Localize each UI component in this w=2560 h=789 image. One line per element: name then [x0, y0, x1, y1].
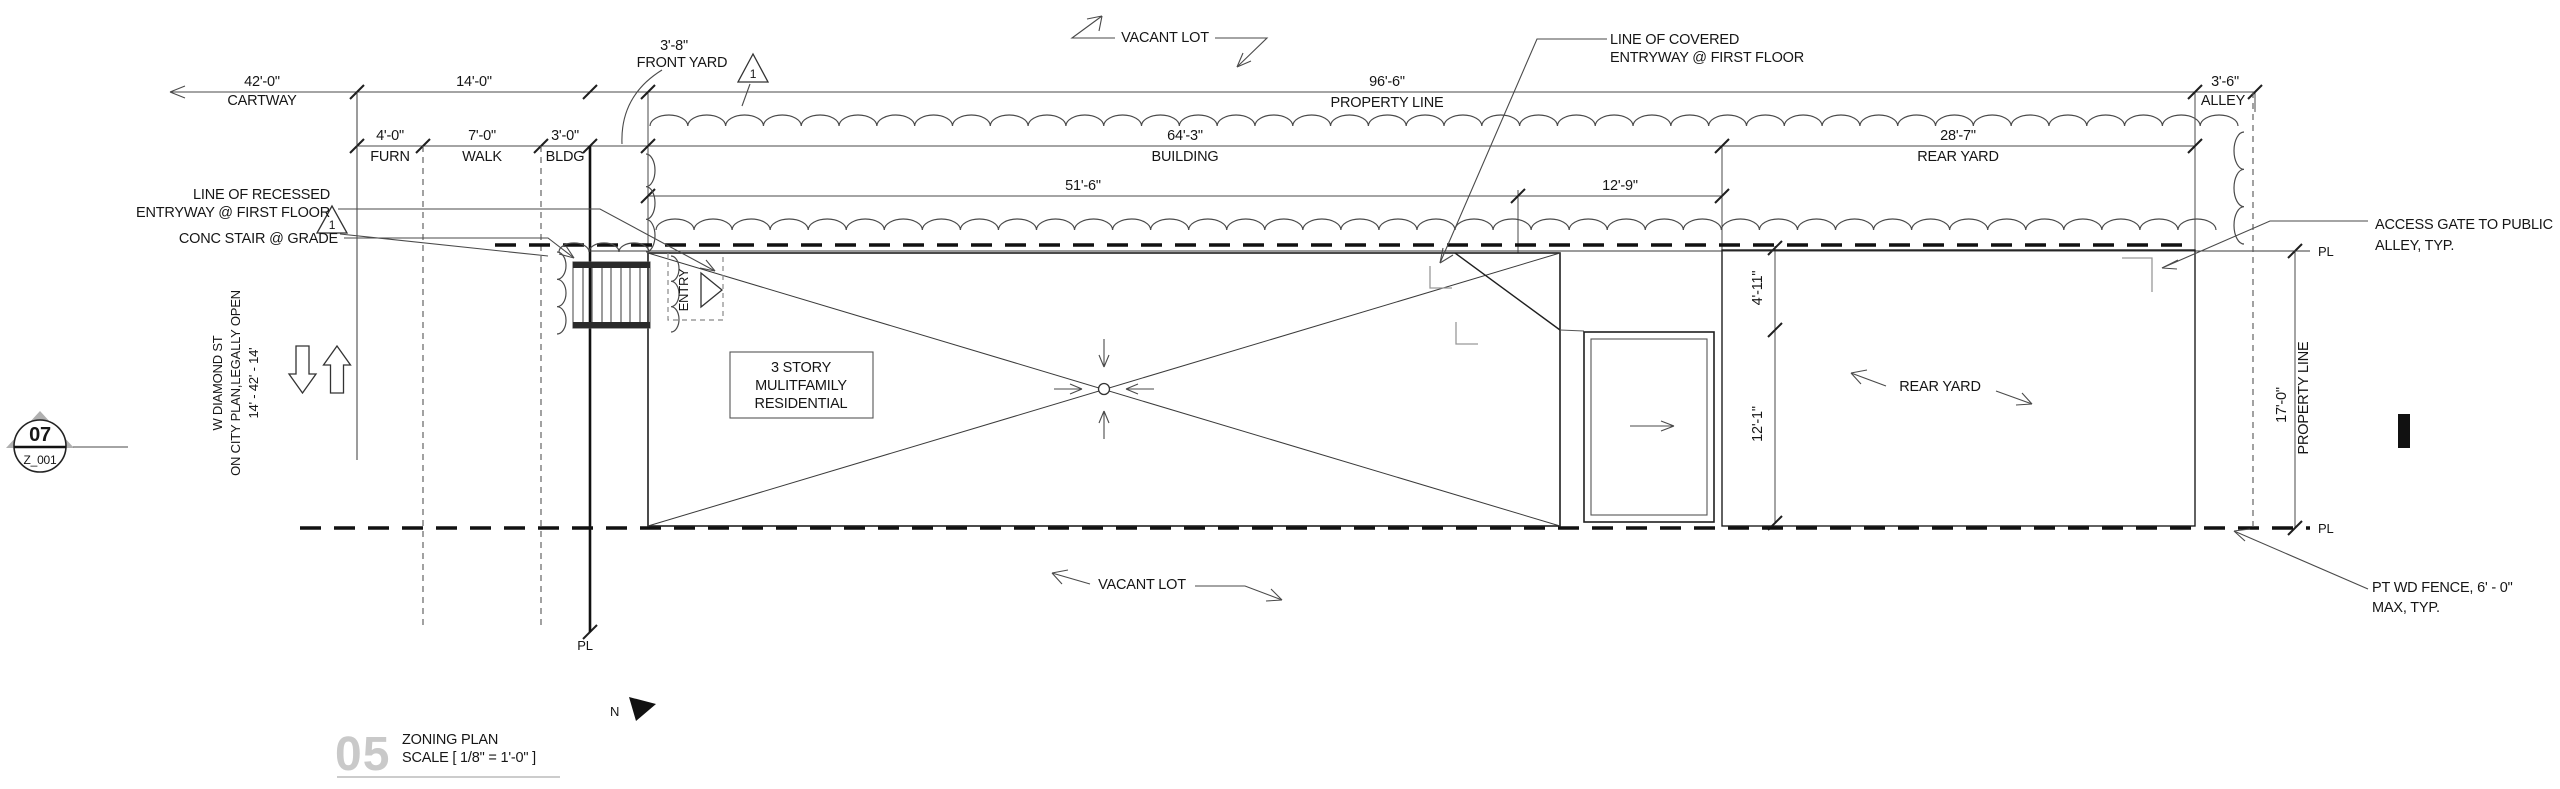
covered-entry-note-line2: ENTRYWAY @ FIRST FLOOR: [1610, 50, 1804, 66]
title-name: ZONING PLAN: [402, 732, 498, 748]
conc-stair-note: CONC STAIR @ GRADE: [179, 231, 339, 247]
property-lines: [300, 92, 2310, 530]
title-scale: SCALE [ 1/8" = 1'-0" ]: [402, 750, 536, 766]
street-direction-arrows: [287, 344, 352, 395]
north-arrow: N: [610, 697, 656, 721]
dim-front-yard-label: FRONT YARD: [637, 55, 728, 71]
entry-label: ENTRY: [676, 268, 691, 311]
center-mark: [1054, 339, 1154, 439]
dimension-lines: [169, 85, 2296, 528]
building-use-line2: MULITFAMILY: [755, 378, 847, 394]
dim-building-label: BUILDING: [1152, 149, 1219, 165]
dim-14-value: 14'-0": [456, 74, 492, 90]
leader-lines: [67, 15, 2369, 602]
entry-direction-arrow-icon: [700, 271, 724, 309]
revision-number: 1: [329, 218, 336, 232]
dimension-texts: 42'-0" CARTWAY 14'-0" 4'-0" FURN 7'-0" W…: [227, 38, 2312, 454]
dim-property-line-label: PROPERTY LINE: [1331, 95, 1444, 111]
dim-51-6: 51'-6": [1065, 178, 1101, 194]
fence-note-line2: MAX, TYP.: [2372, 600, 2440, 616]
section-sheet: Z_001: [23, 453, 57, 467]
revision-triangle-left: 1: [315, 204, 349, 234]
dim-furn-label: FURN: [370, 149, 409, 165]
dimension-ticks: [349, 84, 2303, 640]
dim-cartway-label: CARTWAY: [227, 93, 297, 109]
dim-property-line-value: 96'-6": [1369, 74, 1405, 90]
north-label: N: [610, 704, 619, 719]
recessed-entry-note-line2: ENTRYWAY @ FIRST FLOOR: [136, 205, 330, 221]
title-number: 05: [335, 728, 390, 781]
dim-alley-value: 3'-6": [2211, 74, 2239, 90]
street-lines: [356, 92, 592, 632]
vacant-lot-bottom-label: VACANT LOT: [1098, 577, 1186, 593]
entry-recess: [667, 253, 724, 321]
covered-entry-note-line1: LINE OF COVERED: [1610, 32, 1739, 48]
street-line1: W DIAMOND ST: [210, 335, 225, 430]
revision-clouds: [556, 114, 2245, 335]
building-use-line3: RESIDENTIAL: [755, 396, 848, 412]
pl-label-top-right: PL: [2318, 244, 2334, 259]
street-line3: 14' - 42' - 14': [246, 348, 261, 419]
north-arrow-icon: [629, 697, 656, 721]
dim-4-11: 4'-11": [1750, 271, 1766, 306]
dim-bldg-label: BLDG: [546, 149, 585, 165]
street-name-text: W DIAMOND ST ON CITY PLAN,LEGALLY OPEN 1…: [210, 290, 261, 476]
revision-triangle-top: 1: [736, 52, 770, 83]
access-gate-note-line1: ACCESS GATE TO PUBLIC: [2375, 217, 2553, 233]
dim-furn-value: 4'-0": [376, 128, 404, 144]
note-texts: VACANT LOT VACANT LOT LINE OF COVERED EN…: [136, 30, 2553, 653]
dim-cartway-value: 42'-0": [244, 74, 280, 90]
dim-rear-yard-value: 28'-7": [1940, 128, 1976, 144]
stair: [572, 261, 651, 329]
building-use-line1: 3 STORY: [771, 360, 832, 376]
dim-rear-yard-label: REAR YARD: [1917, 149, 1998, 165]
building-use-label: 3 STORY MULITFAMILY RESIDENTIAL: [729, 351, 874, 419]
dim-12-9: 12'-9": [1602, 178, 1638, 194]
dim-alley-label: ALLEY: [2201, 93, 2246, 109]
arrow-down-icon: [287, 345, 318, 395]
access-gate-note-line2: ALLEY, TYP.: [2375, 238, 2454, 254]
triangle-marker-icon: [736, 52, 770, 83]
triangle-marker-icon: [315, 204, 349, 234]
section-marker: 07 Z_001: [6, 411, 74, 473]
vacant-lot-top-label: VACANT LOT: [1121, 30, 1209, 46]
recessed-entry-note-line1: LINE OF RECESSED: [193, 187, 330, 203]
gate-symbol: [2398, 414, 2410, 448]
rear-yard-area-label: REAR YARD: [1899, 379, 1980, 395]
corner-brackets: [1429, 257, 2153, 345]
dim-17-label: PROPERTY LINE: [2296, 341, 2312, 454]
street-line2: ON CITY PLAN,LEGALLY OPEN: [228, 290, 243, 476]
dim-front-yard-value: 3'-8": [660, 38, 688, 54]
pl-label-bottom-right: PL: [2318, 521, 2334, 536]
dim-building-value: 64'-3": [1167, 128, 1203, 144]
section-number: 07: [29, 424, 51, 446]
dim-bldg-value: 3'-0": [551, 128, 579, 144]
revision-number: 1: [750, 67, 757, 81]
pl-label-bottom-left: PL: [577, 638, 593, 653]
dim-17-value: 17'-0": [2274, 387, 2290, 423]
dim-12-1: 12'-1": [1750, 406, 1766, 442]
title-block: 05 ZONING PLAN SCALE [ 1/8" = 1'-0" ]: [335, 728, 560, 781]
dim-walk-value: 7'-0": [468, 128, 496, 144]
arrow-up-icon: [322, 344, 352, 394]
dim-walk-label: WALK: [462, 149, 502, 165]
fence-note-line1: PT WD FENCE, 6' - 0": [2372, 580, 2513, 596]
